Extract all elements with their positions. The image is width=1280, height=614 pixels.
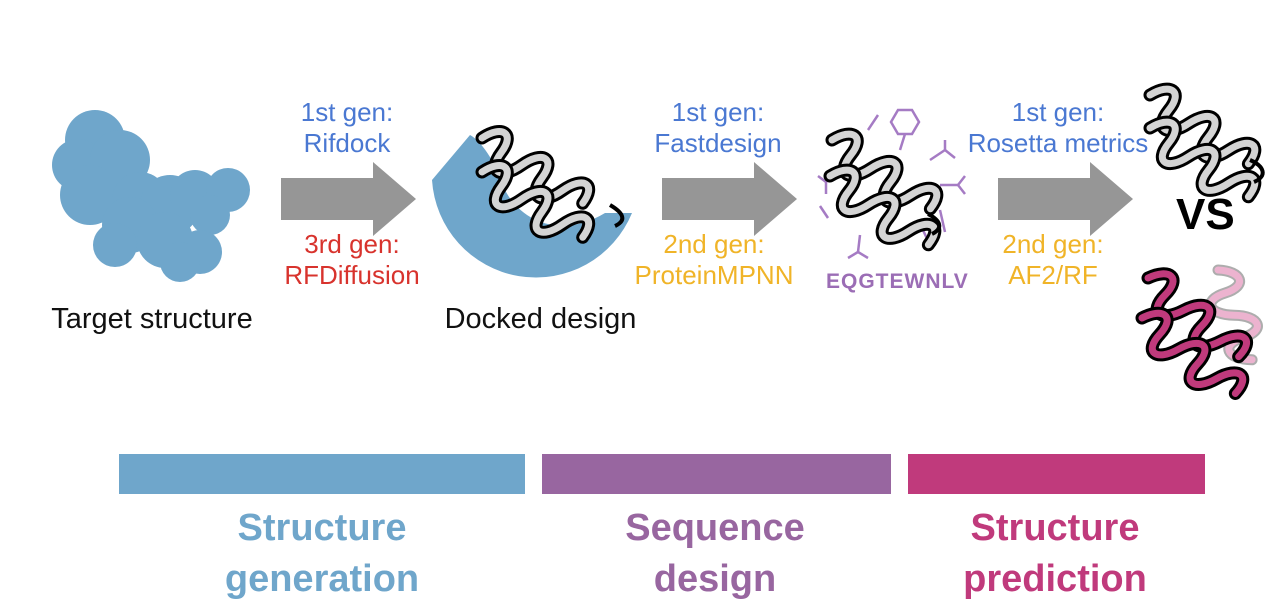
docked-design-graphic xyxy=(432,124,632,278)
step2-alt-label: 2nd gen: ProteinMPNN xyxy=(618,229,810,291)
step2-label: 1st gen: Fastdesign xyxy=(628,97,808,159)
sequence-design-graphic xyxy=(818,108,966,260)
step3-label: 1st gen: Rosetta metrics xyxy=(950,97,1166,159)
phase-structure-generation: Structure generation xyxy=(160,503,484,605)
step1-gen1-tool: Rifdock xyxy=(303,128,391,159)
step1-gen1: 1st gen: xyxy=(300,97,394,127)
step2-gen2: 2nd gen: xyxy=(663,229,765,259)
structure-prediction-bar xyxy=(908,454,1205,494)
docked-design-caption: Docked design xyxy=(444,303,637,335)
phase-sequence-design: Sequence design xyxy=(560,503,870,605)
predicted-structure-pink xyxy=(1130,264,1269,408)
target-structure-caption: Target structure xyxy=(51,303,253,335)
phase-3-line1: Structure xyxy=(970,507,1140,549)
step2-gen1-tool: Fastdesign xyxy=(654,128,782,159)
versus-label: VS xyxy=(1176,190,1235,239)
step3-alt-label: 2nd gen: AF2/RF xyxy=(978,229,1128,291)
step1-alt-label: 3rd gen: RFDiffusion xyxy=(262,229,442,291)
step3-gen2: 2nd gen: xyxy=(1002,229,1104,259)
step1-label: 1st gen: Rifdock xyxy=(272,97,422,159)
arrow-1 xyxy=(281,162,416,236)
step3-gen2-tool: AF2/RF xyxy=(1008,260,1098,291)
phase-3-line2: prediction xyxy=(963,558,1147,600)
phase-2-line1: Sequence xyxy=(625,507,805,549)
target-structure-blob xyxy=(52,110,250,282)
arrow-2 xyxy=(662,162,797,236)
step3-gen1: 1st gen: xyxy=(1011,97,1105,127)
phase-1-line1: Structure xyxy=(237,507,407,549)
predicted-structure-gray xyxy=(1139,82,1263,212)
step1-gen3: 3rd gen: xyxy=(304,229,400,259)
step1-gen3-tool: RFDiffusion xyxy=(284,260,420,291)
step2-gen1: 1st gen: xyxy=(671,97,765,127)
structure-generation-bar xyxy=(119,454,525,494)
phase-2-line2: design xyxy=(653,558,777,600)
arrow-3 xyxy=(998,162,1133,236)
phase-structure-prediction: Structure prediction xyxy=(900,503,1210,605)
sequence-design-bar xyxy=(542,454,891,494)
phase-1-line2: generation xyxy=(224,558,420,600)
step2-gen2-tool: ProteinMPNN xyxy=(634,260,794,291)
designed-sequence: EQGTEWNLV xyxy=(826,270,969,293)
step3-gen1-tool: Rosetta metrics xyxy=(967,128,1149,159)
